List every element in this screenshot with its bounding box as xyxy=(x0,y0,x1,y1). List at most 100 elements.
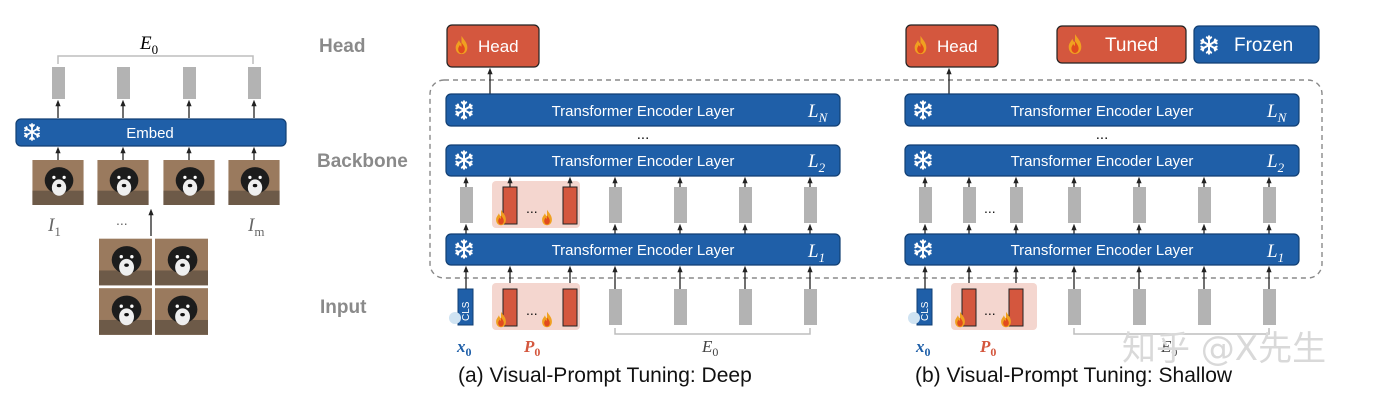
encoder-layer-1: Transformer Encoder Layer L1 xyxy=(904,233,1300,266)
panel-shallow: Head Transformer Encoder Layer LN ... Tr… xyxy=(904,24,1300,387)
caption-shallow: (b) Visual-Prompt Tuning: Shallow xyxy=(915,364,1233,387)
embedding-token xyxy=(1263,187,1276,223)
legend: Tuned Frozen xyxy=(1056,25,1320,64)
prompt-token xyxy=(562,186,578,225)
encoder-layer-n: Transformer Encoder Layer LN xyxy=(904,93,1300,127)
embedding-token xyxy=(804,289,817,325)
legend-tuned-label: Tuned xyxy=(1105,35,1158,56)
e0-label: E0 xyxy=(701,337,718,359)
image-patch xyxy=(163,160,215,205)
embedding-token xyxy=(609,187,622,223)
side-label-head: Head xyxy=(319,36,365,57)
legend-frozen-label: Frozen xyxy=(1234,35,1293,56)
head-label: Head xyxy=(937,37,978,56)
embedding-token xyxy=(963,187,976,223)
embedding-token xyxy=(804,187,817,223)
im-label: Im xyxy=(247,215,264,239)
layer-index: LN xyxy=(807,101,829,125)
embedding-token xyxy=(674,187,687,223)
embedding-token xyxy=(1133,187,1146,223)
p0-label: P0 xyxy=(979,337,996,359)
input-image xyxy=(99,238,208,335)
layer-dots: ... xyxy=(1096,126,1109,143)
left-panel: E0 Embed I1 ... Im xyxy=(15,33,287,335)
layer-index: L2 xyxy=(807,151,826,175)
layer-index: L2 xyxy=(1266,151,1285,175)
embedding-token xyxy=(1068,289,1081,325)
embedding-token xyxy=(117,67,130,99)
e0-label: E0 xyxy=(1160,337,1177,359)
head-block: Head xyxy=(446,24,540,68)
e0-bracket xyxy=(1073,328,1270,335)
layer-index: L1 xyxy=(807,241,825,265)
e0-bracket xyxy=(614,328,811,335)
legend-frozen: Frozen xyxy=(1193,25,1320,64)
image-patch xyxy=(228,160,280,205)
embed-block: Embed xyxy=(15,118,287,147)
panel-deep: Head Transformer Encoder Layer LN ... Tr… xyxy=(445,24,841,387)
embedding-token xyxy=(739,187,752,223)
caption-deep: (a) Visual-Prompt Tuning: Deep xyxy=(458,364,752,387)
encoder-layer-n: Transformer Encoder Layer LN xyxy=(445,93,841,127)
embedding-token xyxy=(1010,187,1023,223)
embedding-token xyxy=(674,289,687,325)
layer-index: L1 xyxy=(1266,241,1284,265)
image-patch xyxy=(97,160,149,205)
layer-index: LN xyxy=(1266,101,1288,125)
embedding-token xyxy=(1068,187,1081,223)
i1-label: I1 xyxy=(47,215,61,239)
embedding-token xyxy=(739,289,752,325)
e0-bracket xyxy=(57,55,254,64)
embedding-token xyxy=(248,67,261,99)
encoder-label: Transformer Encoder Layer xyxy=(1011,103,1194,120)
encoder-layer-2: Transformer Encoder Layer L2 xyxy=(904,144,1300,177)
embedding-token xyxy=(919,187,932,223)
head-block: Head xyxy=(905,24,999,68)
x0-label: x0 xyxy=(915,337,931,359)
prompt-dots: ... xyxy=(984,302,996,318)
token-column xyxy=(460,187,473,223)
arrow-group xyxy=(463,176,813,234)
prompt-dots: ... xyxy=(526,200,538,216)
prompt-token xyxy=(502,288,518,327)
cls-token: CLS xyxy=(908,288,933,326)
embedding-token xyxy=(52,67,65,99)
prompt-token xyxy=(961,288,977,327)
backbone-frame xyxy=(429,79,1323,279)
head-label: Head xyxy=(478,37,519,56)
watermark: 知乎 @X先生 xyxy=(1122,329,1326,369)
encoder-label: Transformer Encoder Layer xyxy=(552,153,735,170)
side-label-backbone: Backbone xyxy=(317,151,408,172)
token-dots: ... xyxy=(984,200,996,216)
p0-label: P0 xyxy=(523,337,540,359)
embedding-token xyxy=(1198,187,1211,223)
encoder-label: Transformer Encoder Layer xyxy=(552,242,735,259)
e0-label: E0 xyxy=(139,33,158,57)
embed-label: Embed xyxy=(126,125,174,142)
encoder-layer-1: Transformer Encoder Layer L1 xyxy=(445,233,841,266)
side-label-input: Input xyxy=(320,297,367,318)
encoder-label: Transformer Encoder Layer xyxy=(1011,153,1194,170)
embedding-token xyxy=(183,67,196,99)
layer-dots: ... xyxy=(637,126,650,143)
prompt-dots: ... xyxy=(526,302,538,318)
snowflake-icon xyxy=(908,312,920,324)
embedding-token xyxy=(609,289,622,325)
arrow-group xyxy=(922,176,1272,234)
encoder-layer-2: Transformer Encoder Layer L2 xyxy=(445,144,841,177)
image-patch xyxy=(32,160,84,205)
cls-label: CLS xyxy=(461,301,472,321)
encoder-label: Transformer Encoder Layer xyxy=(1011,242,1194,259)
x0-label: x0 xyxy=(456,337,472,359)
dog-image xyxy=(99,238,152,286)
cls-label: CLS xyxy=(920,301,931,321)
legend-tuned: Tuned xyxy=(1056,25,1187,64)
encoder-label: Transformer Encoder Layer xyxy=(552,103,735,120)
patch-dots: ... xyxy=(116,212,128,228)
prompt-token xyxy=(562,288,578,327)
embedding-token xyxy=(1133,289,1146,325)
cls-token: CLS xyxy=(449,288,474,326)
embedding-token xyxy=(1263,289,1276,325)
dog-image xyxy=(99,288,152,335)
prompt-token xyxy=(1008,288,1024,327)
